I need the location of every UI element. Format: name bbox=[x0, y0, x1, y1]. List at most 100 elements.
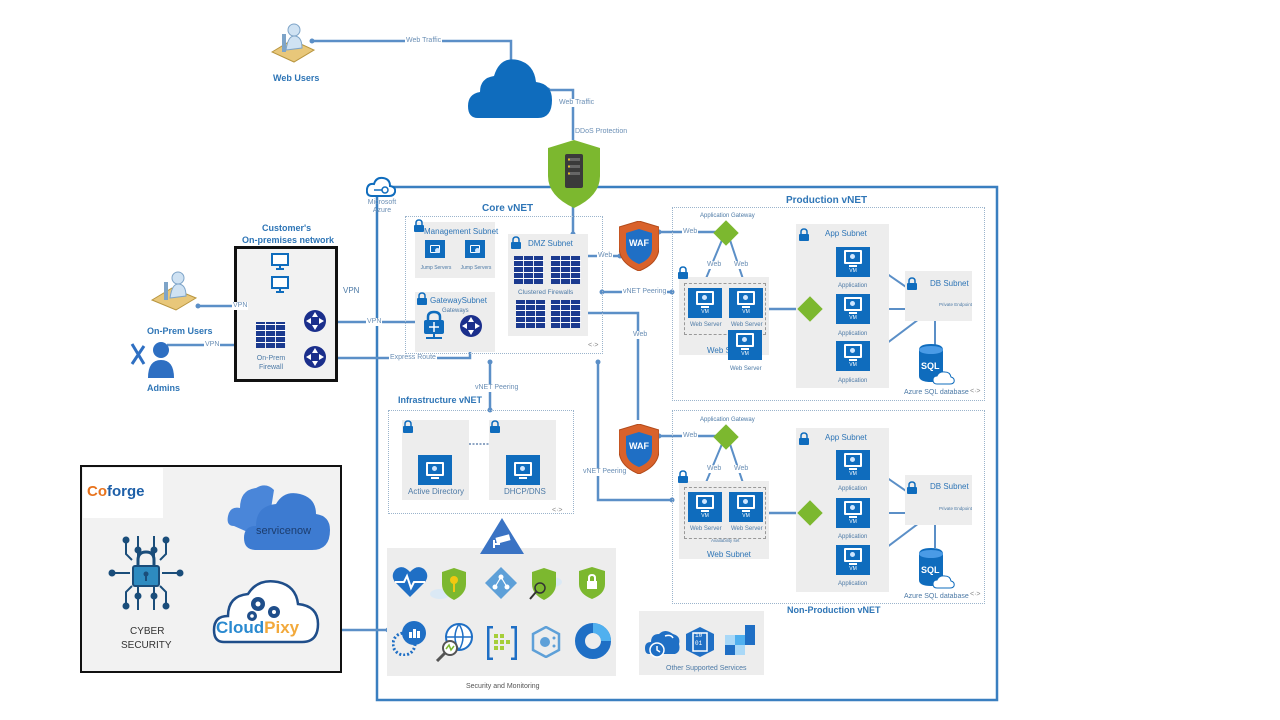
event-hub-icon bbox=[486, 625, 518, 661]
link-label-express-route: Express Route bbox=[389, 354, 437, 362]
vnet-peering-glyph: <·> bbox=[552, 507, 563, 514]
vnet-peering-glyph: <·> bbox=[970, 591, 981, 598]
nonprod-web-subnet-title: Web Subnet bbox=[707, 550, 751, 559]
log-analytics-ring-icon bbox=[574, 622, 612, 660]
nsg-lock-icon bbox=[678, 266, 688, 279]
link-label-web-down: Web bbox=[632, 331, 649, 339]
prod-app-vm: VM bbox=[836, 294, 870, 324]
nsg-lock-icon bbox=[414, 219, 424, 232]
azure-cloud-icon bbox=[365, 176, 397, 198]
app-gateway-label: Application Gateway bbox=[700, 417, 755, 423]
nonprod-web-server-vm: VM bbox=[688, 492, 722, 522]
active-directory-icon bbox=[484, 566, 518, 600]
application-label: Application bbox=[838, 534, 868, 540]
clustered-firewall-icon bbox=[514, 256, 544, 284]
monitor-icon bbox=[271, 253, 289, 271]
application-label: Application bbox=[838, 378, 868, 384]
link-label-web-dmz: Web bbox=[597, 252, 614, 260]
onprem-firewall-icon bbox=[256, 322, 286, 348]
nsg-lock-icon bbox=[403, 420, 413, 433]
vpn-gateway-lock-icon bbox=[422, 310, 446, 340]
sql-label: SQL bbox=[921, 361, 940, 371]
vpn-label: VPN bbox=[343, 286, 360, 295]
production-vnet-title: Production vNET bbox=[786, 195, 868, 206]
prod-app-vm: VM bbox=[836, 341, 870, 371]
link-label-web-b: Web bbox=[733, 465, 750, 473]
application-label: Application bbox=[838, 486, 868, 492]
cloudpixy-label: CloudPixy bbox=[216, 618, 299, 638]
onprem-title-line1: Customer's bbox=[262, 223, 312, 233]
waf-label: WAF bbox=[629, 238, 649, 248]
waf-shield-icon bbox=[618, 423, 660, 475]
onprem-users-label: On-Prem Users bbox=[147, 326, 213, 336]
azure-frame bbox=[375, 185, 999, 702]
link-label-vnet-peering-nonprod: vNET Peering bbox=[582, 468, 628, 476]
infra-vnet-title: Infrastructure vNET bbox=[398, 395, 483, 405]
prod-web-server-vm: VM bbox=[729, 288, 763, 318]
binary-storage-icon bbox=[685, 626, 715, 658]
onprem-title-line2: On-premises network bbox=[242, 235, 335, 245]
application-label: Application bbox=[838, 283, 868, 289]
network-watcher-icon bbox=[435, 622, 475, 663]
web-users-label: Web Users bbox=[273, 73, 320, 83]
azure-sql-database-label: Azure SQL database bbox=[904, 593, 969, 600]
admins-label: Admins bbox=[147, 383, 181, 393]
active-directory-vm bbox=[418, 455, 452, 485]
web-users-icon bbox=[270, 22, 316, 64]
coforge-rest: forge bbox=[107, 483, 145, 500]
dhcp-dns-label: DHCP/DNS bbox=[504, 487, 546, 496]
coforge-co: Co bbox=[87, 483, 107, 500]
nsg-lock-icon bbox=[678, 470, 688, 483]
ddos-protection-label: DDoS Protection bbox=[575, 128, 628, 135]
link-label-vnet-peering-infra: vNET Peering bbox=[474, 384, 520, 392]
cloudpixy-cloud-text: Cloud bbox=[216, 618, 265, 637]
production-vnet-boundary bbox=[672, 207, 985, 401]
cloudpixy-pixy-text: Pixy bbox=[264, 618, 300, 637]
blocks-service-icon bbox=[725, 624, 757, 660]
internet-cloud-icon bbox=[468, 52, 552, 122]
link-label-vpn-admins: VPN bbox=[204, 341, 221, 349]
dhcp-dns-vm bbox=[506, 455, 540, 485]
jump-server-label: Jump Servers bbox=[460, 265, 492, 271]
clustered-firewalls-label: Clustered Firewalls bbox=[518, 289, 574, 296]
key-vault-shield-icon bbox=[430, 566, 468, 602]
web-server-label: Web Server bbox=[690, 526, 722, 532]
web-server-label: Web Server bbox=[731, 322, 763, 328]
vnet-peering-glyph: <·> bbox=[970, 388, 981, 395]
gateway-router-icon bbox=[460, 315, 482, 337]
link-web-traffic-2 bbox=[548, 88, 575, 140]
nsg-lock-icon bbox=[799, 432, 809, 445]
dmz-subnet-title: DMZ Subnet bbox=[528, 239, 573, 248]
web-traffic-label-2: Web Traffic bbox=[558, 99, 596, 107]
prod-app-vm: VM bbox=[836, 247, 870, 277]
azure-sql-database-label: Azure SQL database bbox=[904, 389, 969, 396]
nonprod-web-server-vm: VM bbox=[729, 492, 763, 522]
sql-label: SQL bbox=[921, 565, 940, 575]
nonprod-availability-set bbox=[684, 487, 766, 539]
compliance-shield-icon bbox=[526, 566, 562, 602]
link-web-down bbox=[580, 311, 640, 420]
monitor-insights-icon bbox=[391, 620, 428, 657]
binary-text-top: 10 bbox=[695, 632, 703, 639]
availability-set-label: Availability set bbox=[711, 538, 740, 543]
link-label-vnet-peering-prod: vNET Peering bbox=[622, 288, 668, 296]
link-label-web-a: Web bbox=[706, 261, 723, 269]
link-vnet-peering-nonprod bbox=[596, 362, 672, 502]
backup-cloud-icon bbox=[645, 626, 681, 660]
nsg-lock-icon bbox=[417, 292, 427, 305]
onprem-firewall-label-1: On-Prem bbox=[256, 355, 286, 362]
nsg-lock-icon bbox=[907, 481, 917, 494]
security-lock-shield-icon bbox=[578, 566, 606, 600]
private-endpoint-label: Private Endpoint bbox=[939, 506, 973, 511]
jump-server-label: Jump Servers bbox=[420, 265, 452, 271]
binary-text-bottom: 01 bbox=[695, 640, 703, 647]
jump-server-vm bbox=[425, 240, 445, 258]
servicenow-label: servicenow bbox=[256, 525, 312, 537]
prod-web-server-vm: VM bbox=[728, 330, 762, 360]
security-monitoring-label: Security and Monitoring bbox=[466, 683, 540, 690]
nonprod-app-vm: VM bbox=[836, 545, 870, 575]
management-subnet-title: Management Subnet bbox=[424, 227, 499, 236]
cloudpixy-cloud-icon bbox=[212, 574, 322, 646]
nonprod-db-subnet bbox=[905, 475, 972, 525]
nsg-lock-icon bbox=[490, 420, 500, 433]
